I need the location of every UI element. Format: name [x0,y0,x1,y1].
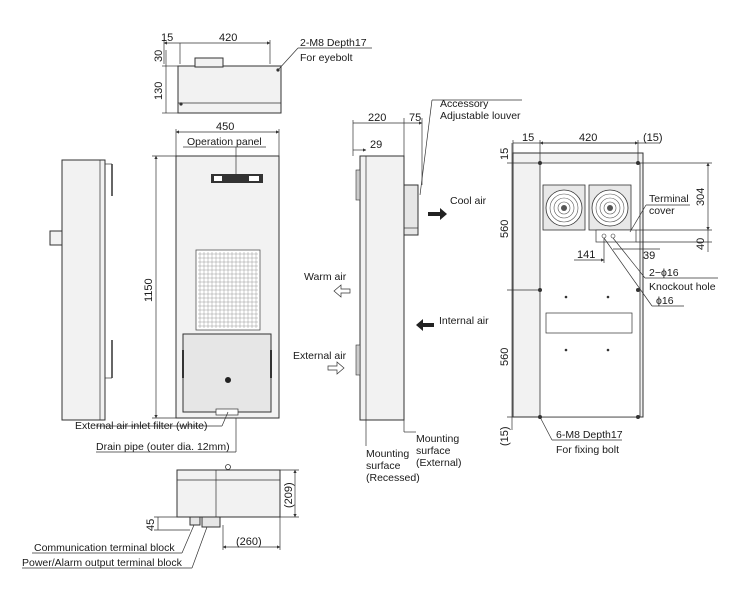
mount-external-label: Mounting [416,433,459,445]
fan-right [588,184,632,231]
dim-rear-15pv: (15) [499,426,511,446]
operation-panel [211,174,263,183]
left-side-view [49,159,113,421]
filter-knob-icon [225,377,231,383]
phi16-label: ϕ16 [656,295,674,307]
dim-rear-40: 40 [695,238,707,250]
dim-rear-15v: 15 [499,148,511,160]
eyebolt-label: 2-M8 Depth17 [300,37,367,49]
dim-bottom-260: (260) [236,536,262,548]
dim-bottom-45: 45 [145,519,157,531]
knockout-hole-icon [610,233,616,239]
dim-front-450: 450 [216,121,234,133]
terminal-cover-label-2: cover [649,205,675,217]
drain-label: Drain pipe (outer dia. 12mm) [96,441,230,453]
fixing-bolt-label: 6-M8 Depth17 [556,429,623,441]
top-view: 15 420 30 130 2-M8 Depth17 For eyebolt [153,32,372,114]
mount-recessed-label-3: (Recessed) [366,472,420,484]
right-side-body [359,155,405,421]
dim-top-130: 130 [153,82,165,100]
louver-label-sub: Adjustable louver [440,110,521,122]
power-block-label: Power/Alarm output terminal block [22,557,183,569]
adjustable-louver [403,184,419,236]
knockout-label-2: Knockout hole [649,281,716,293]
dim-rear-15p: (15) [643,132,663,144]
left-side-body [61,159,106,421]
fixing-bolt-icon [636,288,640,292]
dim-rear-15: 15 [522,132,534,144]
rear-view: 15 420 (15) 15 560 560 (15) 304 40 141 3… [499,132,718,456]
dim-rear-304: 304 [695,188,707,206]
rear-plate [545,312,633,334]
filter-cover [182,333,272,413]
eyebolt-label-sub: For eyebolt [300,52,353,64]
terminal-cover-label: Terminal [649,193,689,205]
dim-side-220: 220 [368,112,386,124]
mount-recessed-label: Mounting [366,448,409,460]
fixing-bolt-icon [636,415,640,419]
dim-rear-560a: 560 [499,220,511,238]
warm-air-label: Warm air [304,271,347,283]
top-view-body [177,65,282,114]
dim-top-15: 15 [161,32,173,44]
drain-pipe-icon [225,464,231,470]
external-air-label: External air [293,350,347,362]
operation-panel-label: Operation panel [187,136,262,148]
cool-air-label: Cool air [450,195,487,207]
top-view-boss [194,57,224,68]
dim-top-420: 420 [219,32,237,44]
power-terminal-block [201,516,221,528]
dim-side-75: 75 [409,112,421,124]
dim-rear-420: 420 [579,132,597,144]
cool-air-arrow-icon [428,208,447,220]
warm-air-arrow-icon [333,284,351,298]
internal-air-arrow-icon [416,319,434,331]
louver-label: Accessory [440,98,489,110]
right-side-view: 220 75 29 Accessory Adjustable louver Co… [293,98,522,484]
mount-external-label-3: (External) [416,457,462,469]
bottom-view: (209) (260) 45 Communication terminal bl… [22,464,299,569]
fixing-bolt-label-2: For fixing bolt [556,444,619,456]
dim-top-30: 30 [153,50,165,62]
bottom-view-body [176,469,281,518]
dim-rear-560b: 560 [499,348,511,366]
internal-air-label: Internal air [439,315,489,327]
dim-bottom-209: (209) [283,482,295,508]
knockout-label: 2−ϕ16 [649,267,679,279]
dim-rear-141: 141 [577,249,595,261]
mount-recessed-label-2: surface [366,460,401,472]
dim-rear-39: 39 [643,250,655,262]
filter-label: External air inlet filter (white) [75,420,207,432]
external-air-arrow-icon [327,361,345,375]
dim-front-1150: 1150 [143,278,155,302]
knockout-hole-icon [601,233,607,239]
comm-block-label: Communication terminal block [34,542,175,554]
comm-terminal-block [189,516,201,526]
eyebolt-hole-icon [179,102,183,106]
dim-side-29: 29 [370,139,382,151]
front-view: 450 1150 Operation panel External air in… [75,121,280,453]
mount-external-label-2: surface [416,445,451,457]
side-latch [49,230,63,246]
fan-left [542,184,586,231]
